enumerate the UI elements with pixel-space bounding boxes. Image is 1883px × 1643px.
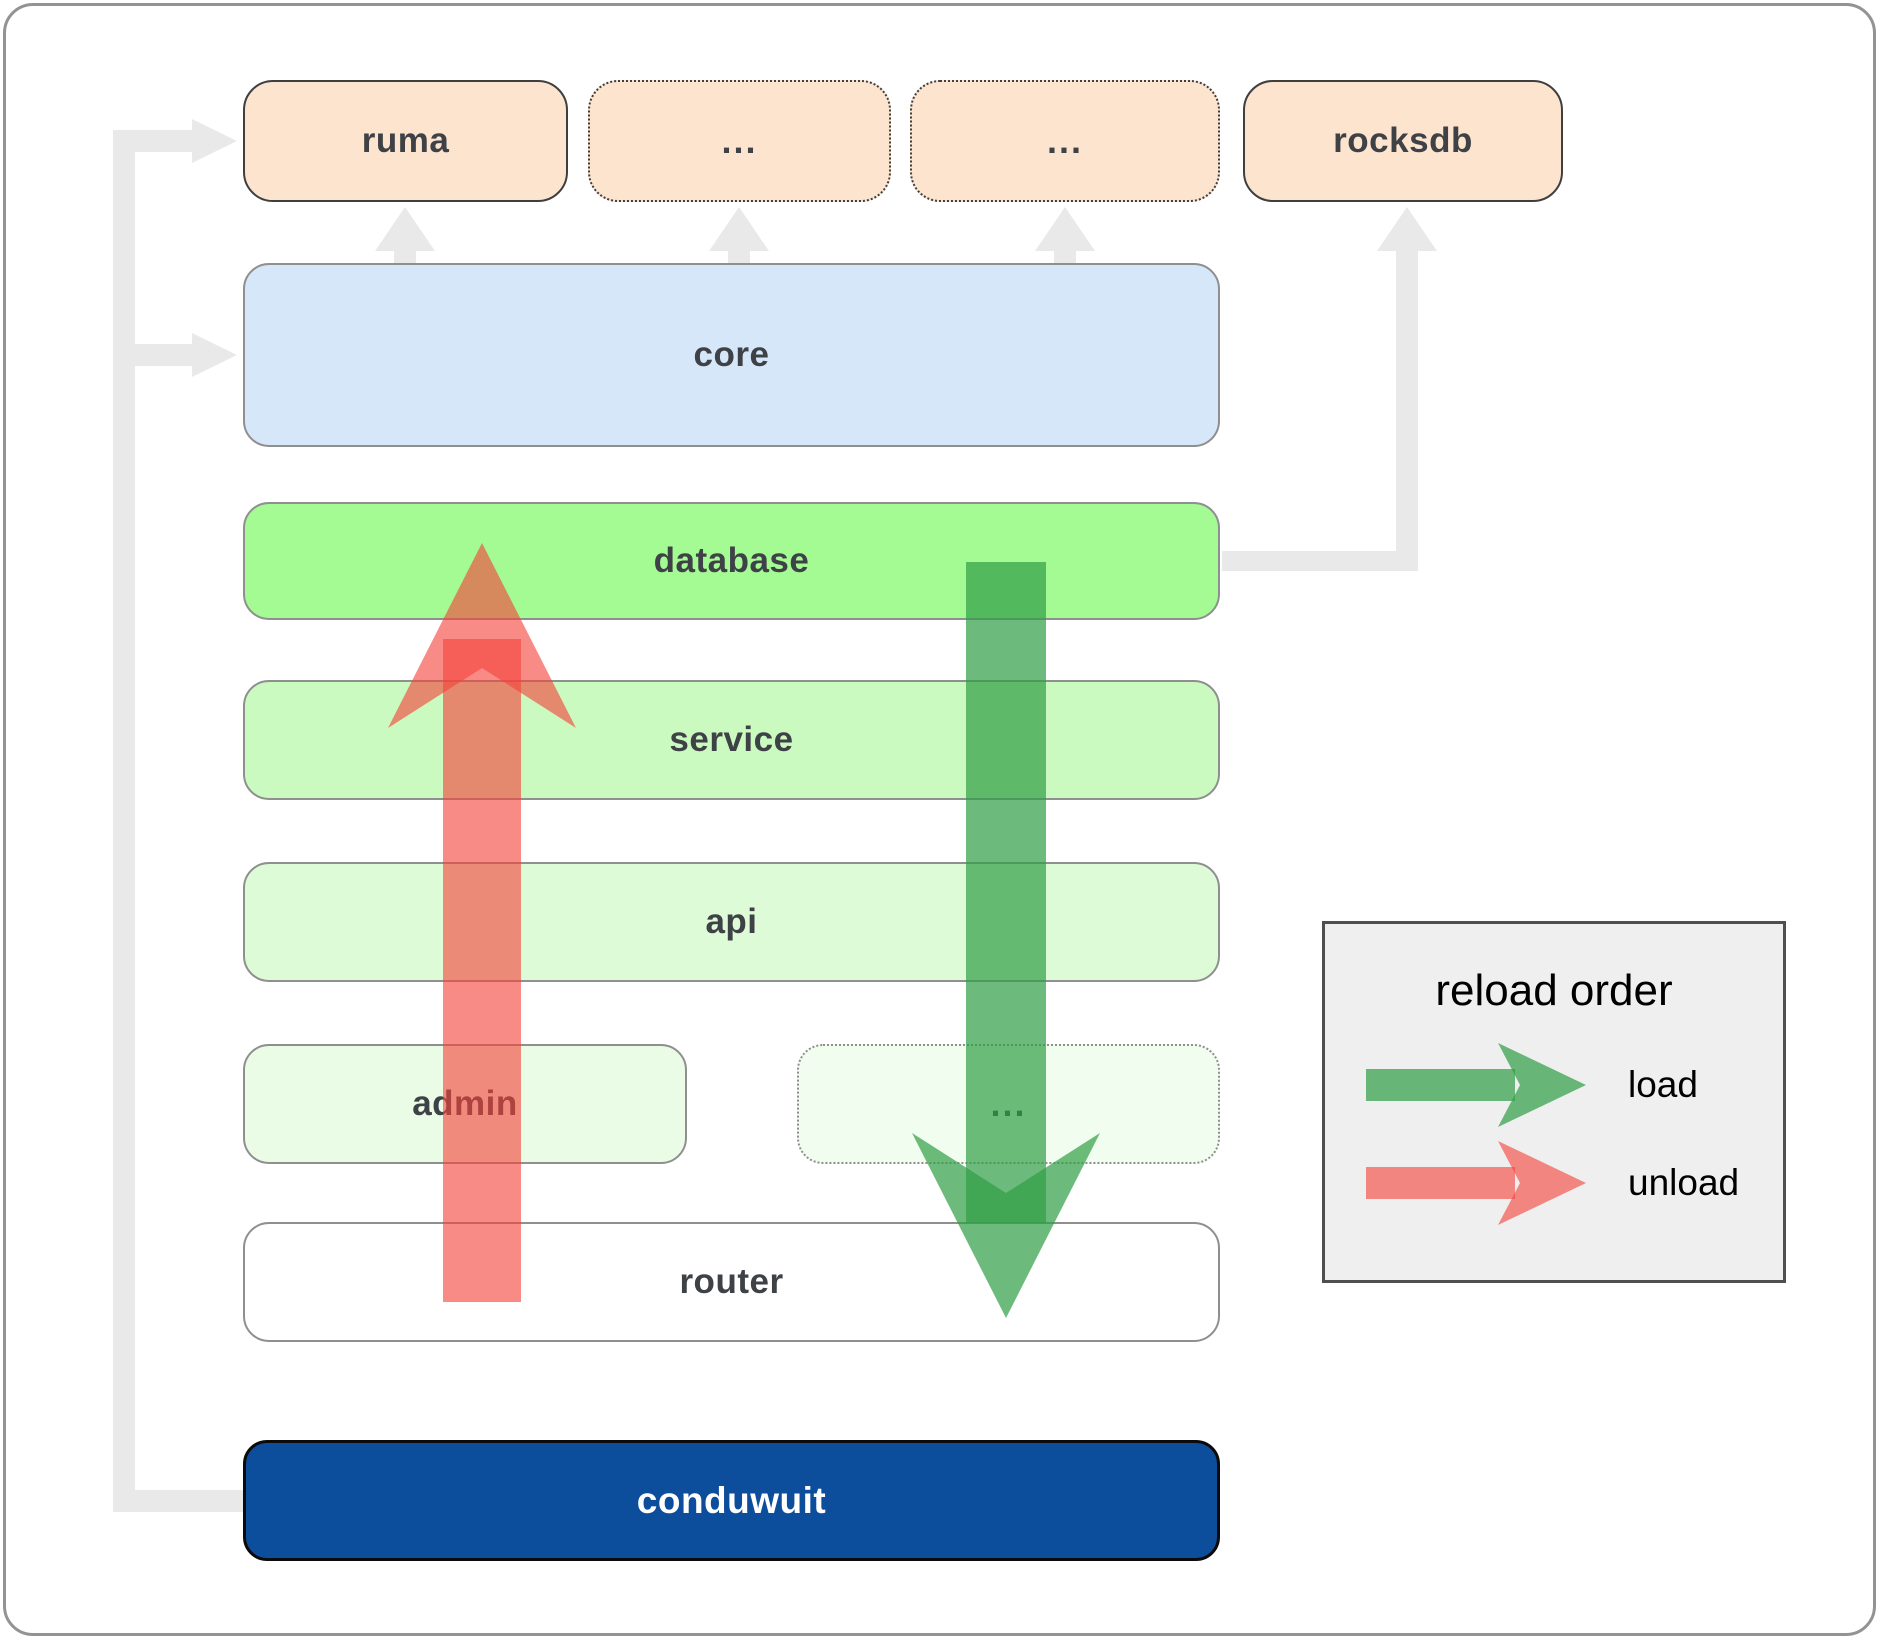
legend-title: reload order	[1435, 966, 1673, 1015]
node-ellipsis-top-1-label: ...	[721, 120, 758, 161]
node-service-label: service	[669, 720, 794, 759]
legend-reload-order: reload order load unload	[1322, 921, 1786, 1283]
node-ellipsis-middle-label: ...	[990, 1083, 1027, 1124]
node-router-label: router	[679, 1262, 784, 1301]
node-ellipsis-top-2-label: ...	[1046, 120, 1083, 161]
node-database: database	[243, 502, 1220, 620]
node-admin: admin	[243, 1044, 687, 1164]
node-database-label: database	[653, 541, 810, 580]
legend-unload-label: unload	[1628, 1162, 1740, 1203]
node-ruma: ruma	[243, 80, 568, 202]
node-router: router	[243, 1222, 1220, 1342]
node-admin-label: admin	[412, 1084, 518, 1123]
node-api: api	[243, 862, 1220, 982]
node-rocksdb: rocksdb	[1243, 80, 1563, 202]
node-core-label: core	[693, 335, 770, 374]
node-ellipsis-top-2: ...	[910, 80, 1220, 202]
legend-load-arrow-icon	[1366, 1043, 1586, 1127]
node-core: core	[243, 263, 1220, 447]
diagram-outer-border	[3, 3, 1876, 1636]
node-ellipsis-middle: ...	[797, 1044, 1220, 1164]
node-service: service	[243, 680, 1220, 800]
legend-unload-arrow-icon	[1366, 1141, 1586, 1225]
node-ellipsis-top-1: ...	[588, 80, 891, 202]
legend-load-label: load	[1628, 1064, 1698, 1105]
node-conduwuit-label: conduwuit	[636, 1479, 827, 1521]
node-conduwuit: conduwuit	[243, 1440, 1220, 1561]
node-rocksdb-label: rocksdb	[1333, 121, 1473, 160]
node-ruma-label: ruma	[361, 121, 450, 160]
node-api-label: api	[705, 902, 758, 941]
